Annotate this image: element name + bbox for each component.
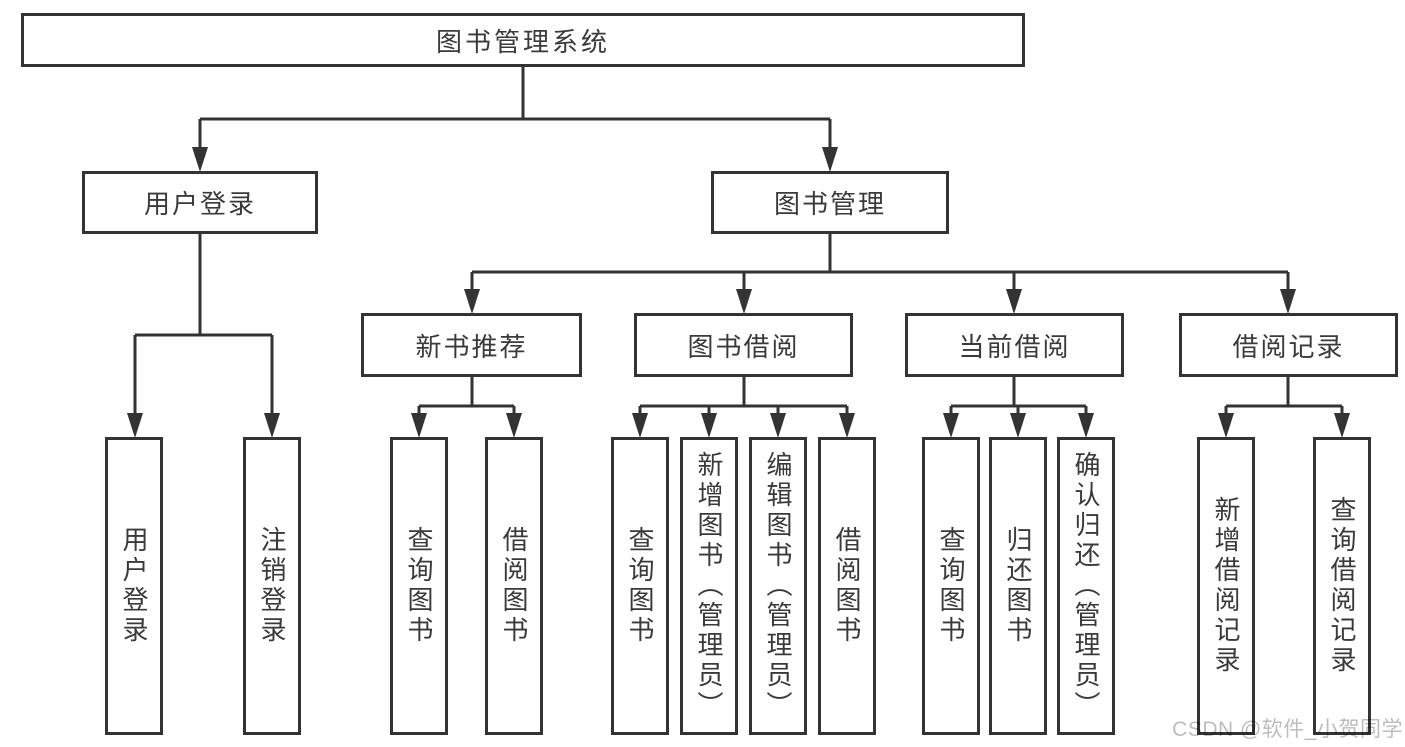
connector-book-management-to-level3 (464, 234, 1296, 314)
leaf-return-books: 归还图书 (989, 437, 1047, 735)
leaf-logout: 注销登录 (243, 437, 301, 735)
node-book-management-label: 图书管理 (773, 189, 886, 219)
connector-root-to-level2 (192, 67, 838, 172)
connector-borrow-record-to-leaves (1218, 377, 1350, 438)
node-book-management: 图书管理 (711, 171, 949, 234)
leaf-confirm-return-admin: 确认归还（管理员） (1057, 437, 1115, 735)
connector-new-book-to-leaves (411, 377, 522, 438)
node-book-borrow: 图书借阅 (634, 313, 853, 377)
leaf-user-login-label: 用户登录 (119, 526, 149, 646)
node-user-login-label: 用户登录 (143, 189, 256, 219)
leaf-confirm-return-admin-label: 确认归还（管理员） (1071, 451, 1101, 721)
leaf-logout-label: 注销登录 (257, 526, 287, 646)
connector-book-borrow-to-leaves (632, 377, 855, 438)
leaf-borrow-books-newbook-label: 借阅图书 (499, 526, 529, 646)
node-new-book-recommend-label: 新书推荐 (415, 331, 528, 362)
leaf-add-borrow-record-label: 新增借阅记录 (1211, 496, 1241, 676)
leaf-query-borrow-record: 查询借阅记录 (1313, 437, 1371, 735)
node-root: 图书管理系统 (21, 13, 1025, 67)
leaf-query-books-newbook: 查询图书 (390, 437, 448, 735)
leaf-query-books-current: 查询图书 (922, 437, 980, 735)
node-new-book-recommend: 新书推荐 (361, 313, 582, 377)
leaf-query-borrow-record-label: 查询借阅记录 (1327, 496, 1357, 676)
node-book-borrow-label: 图书借阅 (687, 331, 800, 362)
watermark: CSDN @软件_小贺同学 (1172, 718, 1403, 741)
leaf-borrow-books-borrow-label: 借阅图书 (832, 526, 862, 646)
leaf-borrow-books-borrow: 借阅图书 (818, 437, 876, 735)
leaf-query-books-newbook-label: 查询图书 (404, 526, 434, 646)
connector-current-borrow-to-leaves (943, 377, 1094, 438)
leaf-query-books-current-label: 查询图书 (936, 526, 966, 646)
leaf-edit-books-admin-label: 编辑图书（管理员） (763, 451, 793, 721)
leaf-borrow-books-newbook: 借阅图书 (485, 437, 543, 735)
node-borrow-record-label: 借阅记录 (1232, 331, 1345, 362)
connector-user-login-to-leaves (127, 234, 280, 438)
leaf-add-borrow-record: 新增借阅记录 (1197, 437, 1255, 735)
leaf-edit-books-admin: 编辑图书（管理员） (749, 437, 807, 735)
leaf-return-books-label: 归还图书 (1003, 526, 1033, 646)
node-current-borrow: 当前借阅 (905, 313, 1124, 377)
leaf-add-books-admin-label: 新增图书（管理员） (694, 451, 724, 721)
node-root-label: 图书管理系统 (435, 26, 610, 57)
leaf-user-login: 用户登录 (105, 437, 163, 735)
node-current-borrow-label: 当前借阅 (958, 331, 1071, 362)
node-borrow-record: 借阅记录 (1179, 313, 1398, 377)
leaf-add-books-admin: 新增图书（管理员） (680, 437, 738, 735)
leaf-query-books-borrow: 查询图书 (611, 437, 669, 735)
leaf-query-books-borrow-label: 查询图书 (625, 526, 655, 646)
node-user-login: 用户登录 (82, 171, 318, 234)
